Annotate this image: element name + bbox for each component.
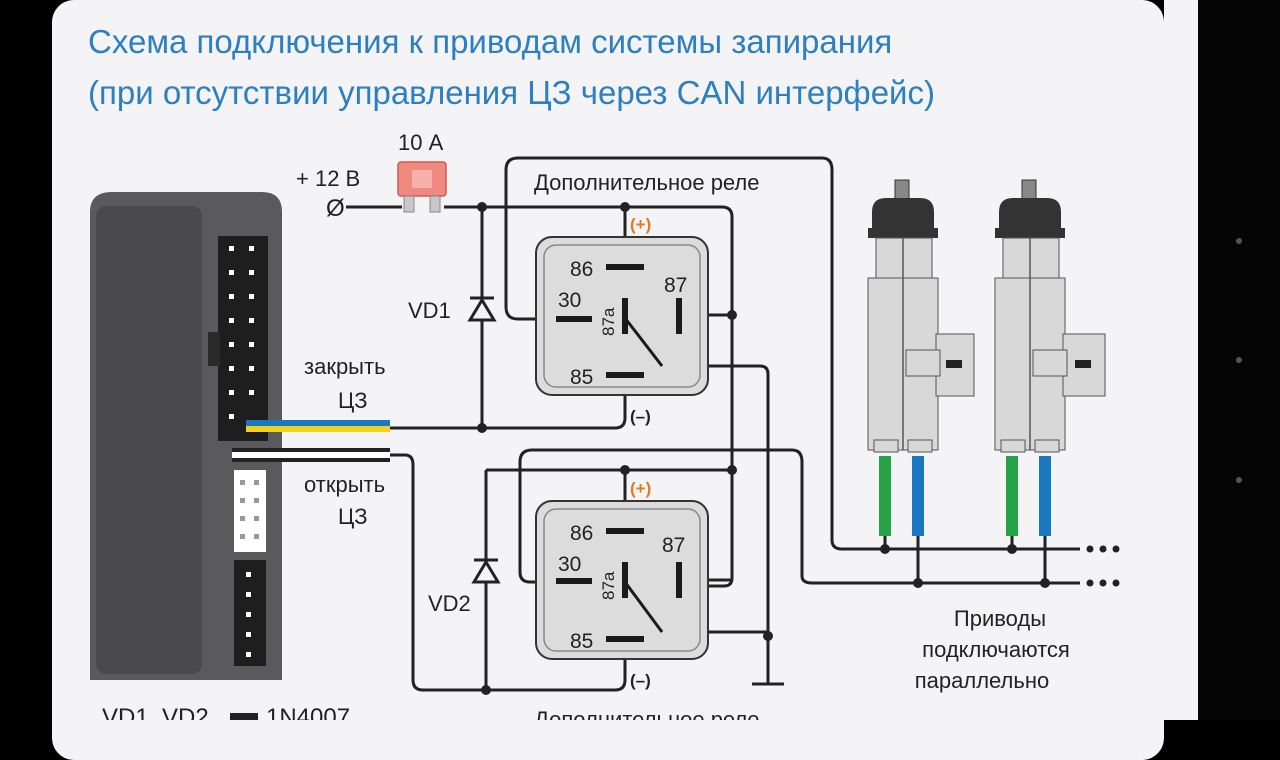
relay-bottom-pin-85: 85 [570,630,593,653]
diode-dash-icon [230,713,258,720]
relay-bottom-caption: Дополнительное реле [534,707,760,720]
actuators-note-line-1: Приводы [954,606,1046,631]
right-light-margin [1164,0,1198,720]
relay-bottom [535,500,709,660]
relay-top-pin-87: 87 [664,274,687,297]
continuation-dots [1086,545,1120,587]
close-label-line-2: ЦЗ [338,388,368,413]
connector-white [234,470,266,552]
diode-vd1-label: VD1 [408,298,451,323]
relay-bottom-pin-30: 30 [558,553,581,576]
diode-vd1-icon [467,296,497,322]
relay-bottom-minus: (–) [630,671,651,690]
connector-upper [218,236,268,441]
relay-top [535,236,709,396]
diode-vd2-icon [471,558,501,584]
door-lock-actuator-2-icon [994,179,1106,536]
diode-vd2-label: VD2 [428,591,471,616]
open-label-line-2: ЦЗ [338,504,368,529]
relay-top-pin-30: 30 [558,289,581,312]
actuators-note-line-3: параллельно [915,668,1049,693]
wiring-diagram: Схема подключения к приводам системы зап… [88,23,1120,720]
nav-dot-icon[interactable] [1236,477,1242,483]
junction-dots [477,202,1050,695]
close-label-line-1: закрыть [304,354,386,379]
wiring [346,156,1080,692]
relay-bottom-plus: (+) [630,479,651,498]
footnote-part: 1N4007 [266,704,350,720]
relay-top-pin-85: 85 [570,366,593,389]
relay-top-pin-87a: 87a [599,307,618,336]
open-label-line-1: открыть [304,472,385,497]
door-lock-actuator-1-icon [867,179,975,536]
title-line-2: (при отсутствии управления ЦЗ через CAN … [88,74,935,111]
footnote-diodes: VD1, VD2 [102,704,209,720]
nav-dot-icon[interactable] [1236,357,1242,363]
screen: Схема подключения к приводам системы зап… [0,0,1242,760]
wire-open [232,448,390,462]
power-terminal-icon: Ø [326,195,345,222]
alarm-control-unit [90,192,282,680]
relay-top-plus: (+) [630,215,651,234]
relay-bottom-pin-87a: 87a [599,571,618,600]
relay-bottom-pin-86: 86 [570,522,593,545]
nav-dot-icon[interactable] [1236,238,1242,244]
relay-top-minus: (–) [630,407,651,426]
left-black-margin [0,0,52,720]
relay-top-caption: Дополнительное реле [534,170,760,195]
relay-bottom-pin-87: 87 [662,534,685,557]
actuators-note-line-2: подключаются [922,637,1070,662]
title-line-1: Схема подключения к приводам системы зап… [88,23,892,60]
wire-close [246,420,390,432]
relay-top-pin-86: 86 [570,258,593,281]
fuse-rating: 10 А [398,130,444,155]
fuse-icon [397,161,447,213]
power-label: + 12 В [296,166,360,191]
